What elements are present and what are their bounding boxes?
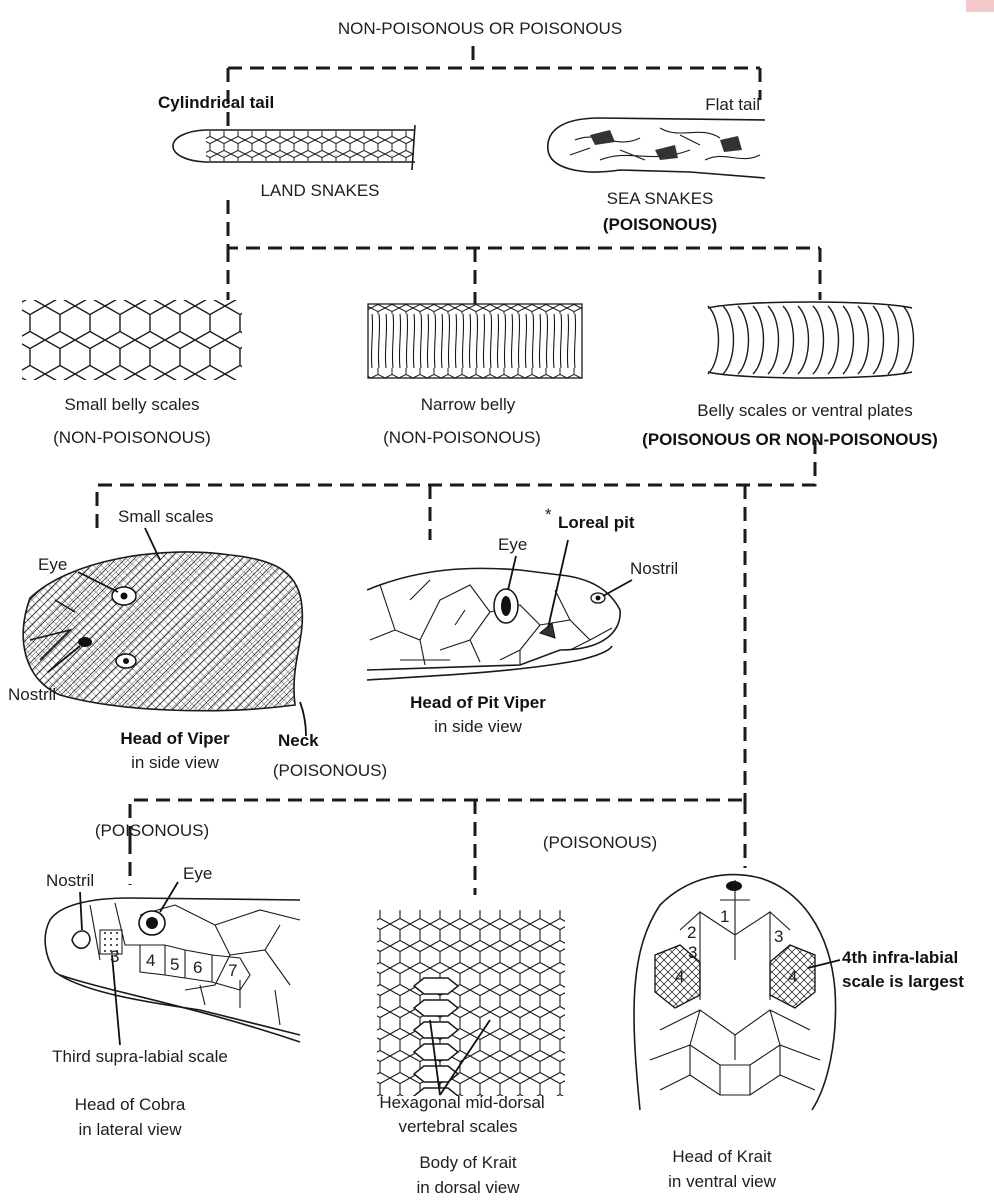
narrow-belly-status: (NON-POISONOUS) [383,428,541,447]
krait-scale-1: 1 [720,907,729,926]
krait-status: (POISONOUS) [543,833,657,852]
cobra-eye-label: Eye [183,864,212,883]
small-belly-label: Small belly scales [64,395,199,414]
cobra-scale-4: 4 [146,951,155,970]
pit-viper-head-illustration [367,568,620,680]
krait-head-illustration [634,875,836,1110]
krait-scale-4-right: 4 [788,967,797,986]
narrow-belly-illustration [368,304,582,378]
viper-caption-line2: in side view [131,753,220,772]
cobra-scale-6: 6 [193,958,202,977]
cobra-third-scale-pointer [112,955,120,1045]
viper-small-scales-label: Small scales [118,507,213,526]
pit-viper-loreal-mark: * [545,505,552,524]
pit-viper-eye-label: Eye [498,535,527,554]
krait-body-caption-line2: in dorsal view [417,1178,521,1197]
diagram-title: NON-POISONOUS OR POISONOUS [338,19,622,38]
viper-status: (POISONOUS) [273,761,387,780]
cylindrical-tail-illustration [173,125,415,170]
krait-scale-3-left: 3 [688,943,697,962]
krait-fourth-label-line2: scale is largest [842,972,964,991]
viper-neck-label: Neck [278,731,319,750]
ventral-plates-label: Belly scales or ventral plates [697,401,912,420]
cobra-caption-line1: Head of Cobra [75,1095,186,1114]
krait-scale-3-right: 3 [774,927,783,946]
krait-fourth-label-line1: 4th infra-labial [842,948,958,967]
cobra-status: (POISONOUS) [95,821,209,840]
land-snakes-label: LAND SNAKES [260,181,379,200]
krait-body-caption-line1: Body of Krait [419,1153,517,1172]
sea-snakes-status: (POISONOUS) [603,215,717,234]
krait-scales-label-line1: Hexagonal mid-dorsal [379,1093,544,1112]
krait-body-illustration [377,910,565,1104]
cylindrical-tail-label: Cylindrical tail [158,93,274,112]
pit-viper-caption-line1: Head of Pit Viper [410,693,546,712]
pit-viper-loreal-pointer [548,540,568,628]
narrow-belly-label: Narrow belly [421,395,516,414]
ventral-plates-status: (POISONOUS OR NON-POISONOUS) [642,430,938,449]
cobra-nostril-label: Nostril [46,871,94,890]
flat-tail-label: Flat tail [705,95,760,114]
viper-eye-label: Eye [38,555,67,574]
viper-caption-line1: Head of Viper [120,729,230,748]
ventral-plates-illustration [708,302,914,378]
pit-viper-caption-line2: in side view [434,717,523,736]
cobra-scale-7: 7 [228,961,237,980]
sea-snakes-label: SEA SNAKES [607,189,714,208]
krait-scales-label-line2: vertebral scales [398,1117,517,1136]
small-belly-scales-illustration [22,300,242,380]
krait-head-caption-line2: in ventral view [668,1172,776,1191]
cobra-nostril-pointer [80,892,82,930]
cobra-eye-pointer [160,882,178,912]
cobra-scale-5: 5 [170,955,179,974]
krait-scale-4-left: 4 [675,967,684,986]
cobra-third-scale-label: Third supra-labial scale [52,1047,228,1066]
viper-nostril-label: Nostril [8,685,56,704]
krait-head-caption-line1: Head of Krait [672,1147,771,1166]
small-belly-status: (NON-POISONOUS) [53,428,211,447]
pit-viper-eye-pointer [508,556,516,590]
krait-scale-2: 2 [687,923,696,942]
cobra-caption-line2: in lateral view [79,1120,183,1139]
pit-viper-nostril-pointer [603,580,632,596]
pit-viper-loreal-label: Loreal pit [558,513,635,532]
pit-viper-nostril-label: Nostril [630,559,678,578]
flat-tail-illustration [548,118,765,178]
